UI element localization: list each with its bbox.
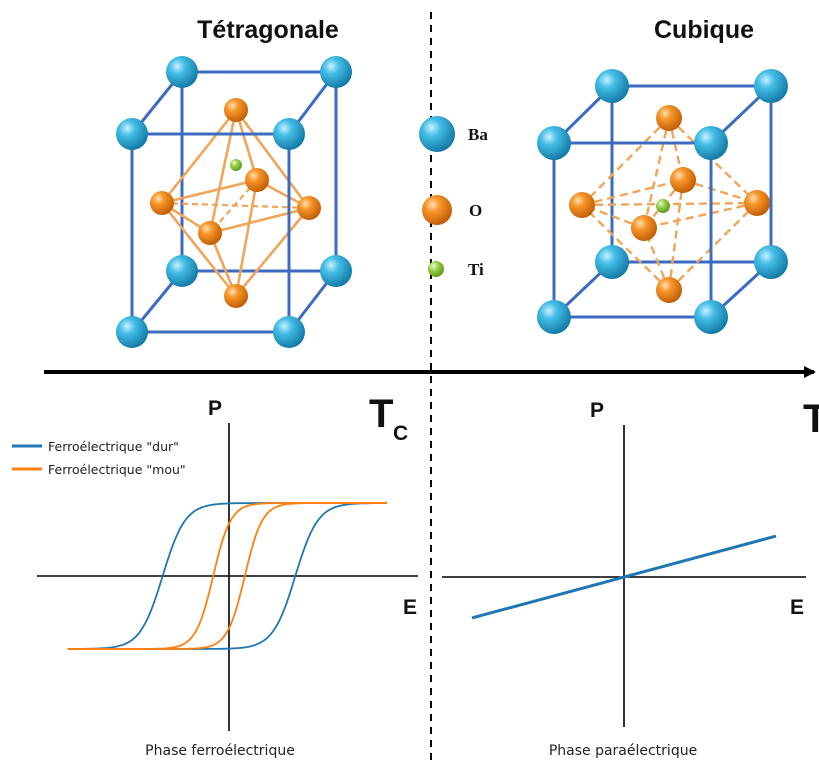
octahedron-edge bbox=[234, 207, 311, 297]
ferro-e-label: E bbox=[403, 596, 417, 619]
octahedron-dashed-edge bbox=[581, 117, 670, 206]
ba-atom bbox=[116, 316, 148, 348]
octahedron-dashed-edge bbox=[581, 178, 684, 207]
o-atom bbox=[670, 167, 696, 193]
octahedron-dashed-edge bbox=[642, 117, 671, 229]
octahedron-dashed-edge bbox=[581, 201, 758, 207]
tetragonal-title: Tétragonale bbox=[197, 16, 339, 44]
ba-atom bbox=[694, 300, 728, 334]
octahedron-dashed-edge bbox=[667, 179, 685, 291]
o-atom bbox=[656, 105, 682, 131]
ba-legend-label: Ba bbox=[468, 125, 488, 144]
o-atom bbox=[198, 221, 222, 245]
octahedron-dashed-edge bbox=[581, 204, 670, 291]
cubic-title: Cubique bbox=[654, 16, 754, 44]
ti-legend-label: Ti bbox=[468, 260, 484, 279]
octahedron-dashed-edge bbox=[643, 201, 758, 230]
paraelectric-plot: P E Phase paraélectrique bbox=[442, 399, 806, 759]
o-atom bbox=[631, 215, 657, 241]
loop-descending-branch bbox=[67, 502, 387, 650]
curie-temperature-label: T C bbox=[369, 392, 408, 445]
o-atom bbox=[150, 191, 174, 215]
ba-atom bbox=[537, 126, 571, 160]
legend-label-hard: Ferroélectrique "dur" bbox=[48, 439, 179, 454]
ferro-caption: Phase ferroélectrique bbox=[145, 743, 295, 759]
para-e-label: E bbox=[790, 596, 804, 619]
octahedron-edge bbox=[209, 206, 310, 235]
ba-atom bbox=[320, 255, 352, 287]
ba-atom bbox=[166, 255, 198, 287]
ba-atom bbox=[273, 118, 305, 150]
ba-atom bbox=[116, 118, 148, 150]
octahedron-edge bbox=[160, 109, 238, 204]
hysteresis-loops bbox=[67, 502, 388, 650]
ti-atom-icon bbox=[428, 261, 444, 277]
ba-atom bbox=[595, 69, 629, 103]
ba-atom bbox=[273, 316, 305, 348]
o-atom bbox=[744, 190, 770, 216]
o-legend-label: O bbox=[469, 201, 482, 220]
octahedron-edge bbox=[234, 179, 259, 297]
ti-atom bbox=[230, 159, 242, 171]
tc-letter: T bbox=[369, 392, 393, 436]
ba-atom bbox=[754, 245, 788, 279]
octahedron-edge bbox=[234, 109, 311, 209]
ba-atom bbox=[166, 56, 198, 88]
ba-atom-icon bbox=[419, 116, 455, 152]
octahedron-edge bbox=[208, 109, 238, 234]
o-atom bbox=[297, 196, 321, 220]
paraelectric-linear-response bbox=[471, 534, 777, 620]
tetragonal-unit-cell bbox=[116, 56, 352, 348]
o-atom bbox=[245, 168, 269, 192]
ba-atom bbox=[694, 126, 728, 160]
ferroelectric-plot: P E Ferroélectrique "dur" Ferroélectriqu… bbox=[12, 397, 418, 759]
o-atom bbox=[224, 98, 248, 122]
octahedron-edge bbox=[161, 178, 258, 205]
octahedron-edge bbox=[234, 109, 259, 181]
o-atom-icon bbox=[422, 195, 452, 225]
legend-label-soft: Ferroélectrique "mou" bbox=[48, 462, 186, 477]
o-atom bbox=[569, 192, 595, 218]
ba-atom bbox=[320, 56, 352, 88]
o-atom bbox=[656, 277, 682, 303]
para-p-label: P bbox=[590, 399, 604, 422]
octahedron-edge bbox=[160, 202, 238, 297]
temperature-axis-label: T bbox=[803, 397, 819, 441]
ti-atom bbox=[656, 199, 670, 213]
curve-legend: Ferroélectrique "dur" Ferroélectrique "m… bbox=[12, 439, 186, 477]
ba-atom bbox=[595, 245, 629, 279]
ba-atom bbox=[754, 69, 788, 103]
ba-atom bbox=[537, 300, 571, 334]
cubic-unit-cell bbox=[537, 69, 788, 334]
ferro-p-label: P bbox=[208, 397, 222, 420]
atom-legend: Ba O Ti bbox=[419, 116, 488, 279]
para-caption: Phase paraélectrique bbox=[549, 743, 697, 759]
tc-subscript: C bbox=[393, 422, 408, 445]
o-atom bbox=[224, 284, 248, 308]
octahedron-dashed-edge bbox=[668, 202, 758, 291]
octahedron-dashed-edge bbox=[668, 117, 758, 204]
